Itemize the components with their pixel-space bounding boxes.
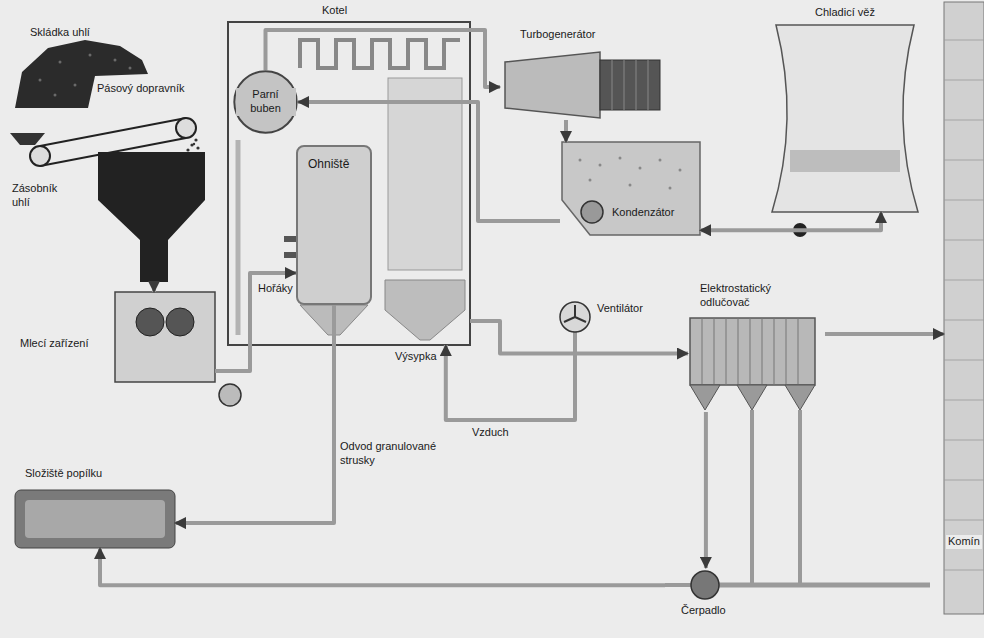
feed-pump (581, 201, 603, 223)
turbine (505, 52, 600, 118)
precipitator-hopper (737, 385, 767, 410)
precipitator-body (690, 318, 815, 385)
water-wall (236, 140, 241, 335)
ash-pump (691, 571, 719, 599)
ash-channel (719, 583, 930, 588)
pipe-connector (175, 305, 334, 523)
burners-label: Hořáky (256, 282, 295, 296)
falling-coal (186, 138, 199, 151)
ash-pond-node: Složiště popílku (15, 465, 175, 548)
conveyor-roller (176, 118, 196, 138)
cooling-tower (772, 25, 918, 212)
condenser-shell (562, 142, 700, 235)
pipe-connector (704, 412, 708, 568)
precipitator-hopper (785, 385, 815, 410)
feed-hopper (10, 133, 45, 145)
conveyor-roller (30, 146, 50, 166)
coal-bunker-label: Zásobník uhlí (10, 182, 76, 210)
ash-pond (15, 490, 175, 548)
pipe-connector (700, 212, 881, 230)
air-label: Vzduch (470, 426, 511, 440)
fan-blades (564, 305, 586, 322)
chimney (944, 2, 984, 614)
hopper-label: Výsypka (393, 350, 439, 364)
slag-label: Odvod granulované strusky (338, 440, 452, 468)
boiler-label: Kotel (320, 4, 349, 18)
turbogenerator-node: Turbogenerátor (500, 26, 665, 120)
ash-hopper (385, 280, 465, 340)
precipitator-hopper (690, 385, 720, 410)
furnace-box: Ohniště (296, 145, 372, 305)
fan-housing (560, 302, 590, 332)
mill-node: Mlecí zařízení (8, 292, 215, 385)
superheater-coil (300, 40, 460, 68)
coal-bunker (98, 152, 205, 282)
precipitator-label: Elektrostatický odlučovač (698, 282, 822, 310)
generator-ribs (612, 60, 648, 110)
fan-stub (573, 332, 577, 342)
steam-drum: Parní buben (233, 70, 298, 134)
fan-node: Ventilátor (555, 292, 655, 342)
pipe-connector (100, 548, 665, 585)
mill-label: Mlecí zařízení (18, 337, 90, 351)
coal-bunker-node: Zásobník uhlí (8, 150, 208, 282)
mill-housing (115, 292, 215, 382)
pipe-connector (152, 282, 156, 292)
chimney-bricks (944, 40, 984, 570)
pipe-connector (470, 321, 688, 354)
tower-fill (790, 150, 900, 172)
burner-nozzle (284, 252, 296, 258)
pipe-connector (215, 273, 296, 371)
air-fan (219, 384, 241, 406)
pipe-connector (564, 120, 568, 142)
coal-yard-label: Skládka uhlí (28, 26, 92, 40)
chimney-node: Komín (944, 0, 984, 638)
chimney-label: Komín (946, 535, 982, 549)
coal-pile (15, 40, 148, 108)
condenser-node: Kondenzátor (560, 142, 700, 235)
ash-pond-label: Složiště popílku (23, 467, 104, 481)
mill-roller (166, 308, 194, 336)
mill-roller (136, 308, 164, 336)
second-pass (388, 78, 462, 270)
condenser-tubes (579, 157, 682, 190)
ash-pond-surface (25, 500, 165, 538)
pump-label: Čerpadlo (679, 604, 728, 618)
drum-label: Parní buben (236, 88, 296, 116)
turbogenerator-label: Turbogenerátor (518, 28, 597, 42)
ash-pipe (750, 410, 754, 585)
generator (600, 60, 660, 110)
condenser-label: Kondenzátor (610, 206, 676, 220)
cooling-tower-node: Chladicí věž (755, 4, 935, 212)
drum-circle (234, 71, 296, 132)
furnace-label: Ohniště (306, 157, 351, 172)
pipe-connector (266, 30, 501, 87)
boiler-casing (228, 22, 470, 345)
pump-stub (665, 583, 691, 587)
fan-label: Ventilátor (595, 302, 645, 316)
precipitator-node: Elektrostatický odlučovač (688, 282, 825, 412)
pump-node: Čerpadlo (665, 568, 745, 632)
cooling-tower-label: Chladicí věž (813, 6, 877, 20)
conveyor-label: Pásový dopravník (95, 82, 186, 96)
pipe-connector (825, 332, 944, 336)
ash-pipe (798, 410, 802, 585)
precipitator-plates (702, 318, 798, 385)
burner-nozzle (284, 236, 296, 242)
